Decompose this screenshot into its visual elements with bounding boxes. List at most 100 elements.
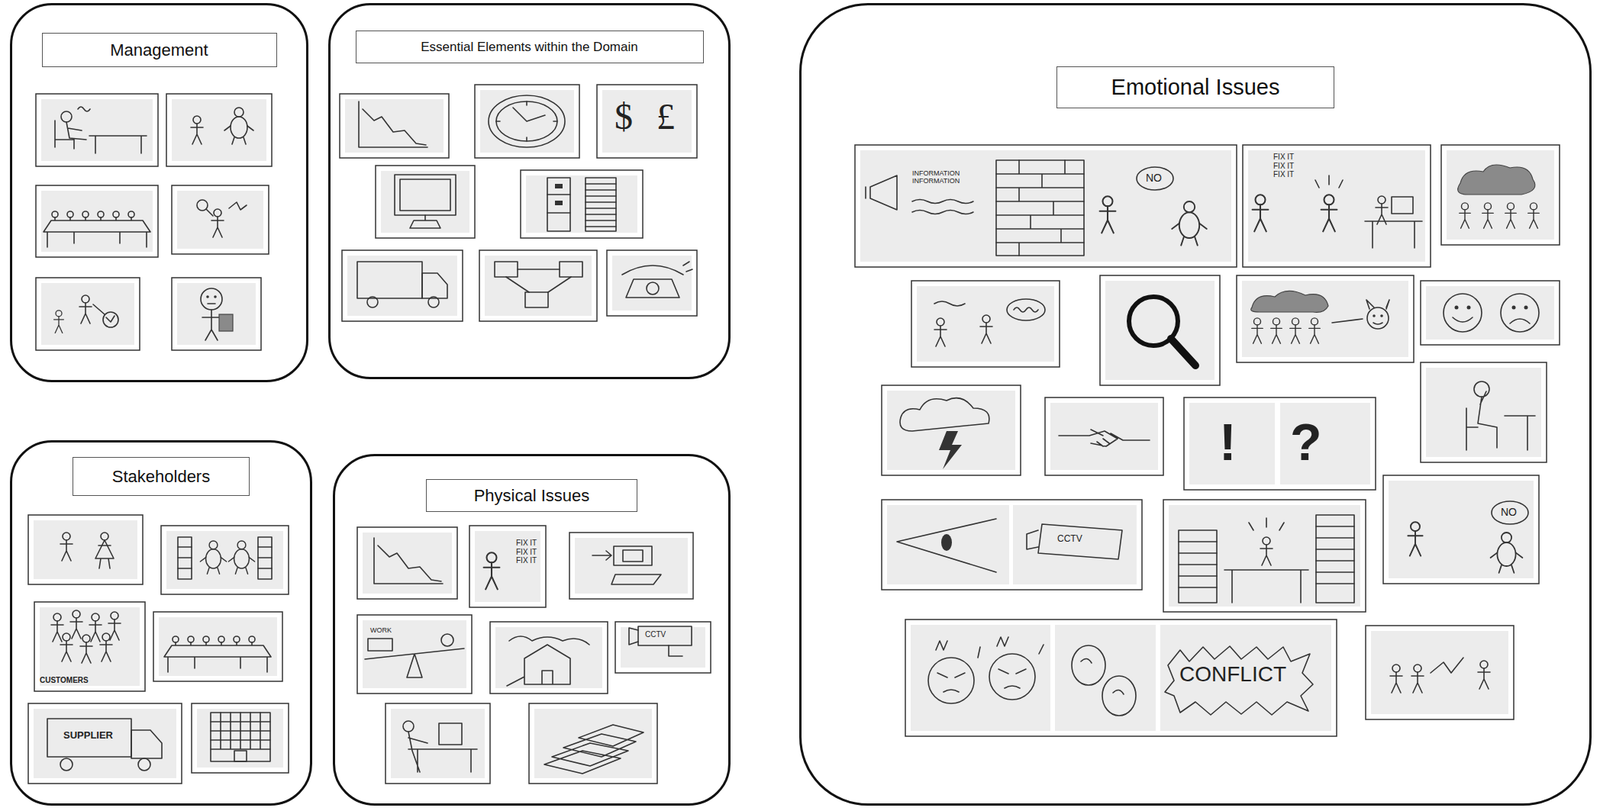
sketch-stroke	[191, 703, 289, 774]
sketch-stroke	[1163, 500, 1366, 613]
sketch-stroke	[1178, 530, 1217, 604]
sketch-stroke	[1183, 397, 1376, 491]
sketch-card	[1441, 145, 1560, 246]
sketch-stroke	[385, 703, 491, 784]
sketch-stroke	[996, 160, 1084, 256]
sketch-stroke	[1364, 221, 1423, 249]
sketch-stroke	[367, 296, 378, 308]
category-heading: Management	[41, 32, 278, 68]
sketch-card	[1236, 275, 1414, 363]
sketch-stroke	[171, 185, 269, 255]
sketch-stroke	[1316, 515, 1355, 604]
sketch-stroke	[1012, 505, 1137, 585]
sketch-card	[35, 277, 140, 351]
sketch-stroke	[35, 277, 140, 351]
sketch-stroke	[1430, 658, 1464, 674]
sketch-stroke	[1050, 403, 1159, 471]
sketch-card	[1420, 362, 1547, 463]
sketch-stroke	[629, 628, 683, 657]
sketch-stroke	[438, 723, 462, 746]
sketch-stroke	[80, 635, 93, 664]
sketch-stroke	[89, 613, 102, 642]
sketch-text: FIX IT FIX IT FIX IT	[1273, 152, 1303, 180]
sketch-stroke	[585, 177, 617, 232]
sketch-stroke	[1026, 524, 1123, 560]
sketch-card	[1183, 397, 1376, 491]
sketch-card	[1365, 625, 1514, 720]
sketch-stroke	[206, 202, 247, 217]
sketch-stroke	[496, 101, 558, 142]
sketch-card	[905, 619, 1337, 737]
sketch-stroke	[1315, 175, 1343, 188]
sketch-stroke	[41, 190, 153, 252]
sketch-stroke	[1491, 501, 1529, 525]
sketch-stroke	[1458, 164, 1536, 195]
sketch-stroke	[1058, 429, 1150, 447]
sketch-stroke	[33, 709, 177, 779]
sketch-stroke	[1260, 537, 1273, 566]
sketch-stroke	[1102, 676, 1136, 717]
sketch-stroke	[1467, 306, 1471, 310]
sketch-stroke	[1290, 318, 1301, 344]
sketch-stroke	[887, 505, 1010, 585]
category-heading: Emotional Issues	[1056, 66, 1335, 109]
sketch-stroke	[171, 277, 262, 351]
sketch-stroke	[1482, 203, 1494, 229]
sketch-stroke	[1164, 646, 1313, 716]
sketch-stroke	[367, 638, 393, 652]
sketch-stroke	[60, 758, 73, 771]
sketch-stroke	[900, 398, 990, 432]
category-panel: Management	[9, 3, 309, 383]
sketch-stroke	[1375, 196, 1388, 225]
sketch-stroke	[1490, 532, 1523, 574]
sketch-stroke	[559, 261, 583, 278]
sketch-stroke	[1411, 664, 1424, 694]
sketch-stroke	[60, 633, 73, 662]
sketch-stroke	[374, 538, 443, 584]
sketch-stroke	[1248, 150, 1426, 262]
sketch-text: CUSTOMERS	[39, 676, 89, 686]
sketch-stroke	[171, 99, 267, 162]
sketch-stroke	[525, 175, 638, 233]
sketch-stroke	[196, 709, 284, 768]
sketch-stroke	[896, 519, 997, 573]
sketch-stroke	[544, 725, 644, 775]
sketch-stroke	[480, 90, 575, 153]
sketch-stroke	[362, 532, 452, 594]
sketch-card	[1420, 280, 1560, 346]
sketch-card	[469, 525, 546, 608]
sketch-stroke	[362, 620, 467, 689]
sketch-stroke	[177, 190, 264, 249]
sketch-card	[28, 515, 143, 585]
sketch-stroke	[28, 703, 182, 784]
sketch-stroke	[1505, 203, 1517, 229]
category-heading: Essential Elements within the Domain	[355, 30, 704, 64]
sketch-stroke	[881, 500, 1142, 591]
sketch-stroke	[1100, 275, 1220, 386]
sketch-card	[490, 622, 608, 694]
sketch-stroke	[1370, 631, 1509, 715]
sketch-stroke	[1425, 286, 1555, 340]
sketch-stroke	[1270, 318, 1282, 344]
sketch-stroke	[1321, 194, 1338, 232]
sketch-stroke	[905, 619, 1337, 737]
sketch-stroke	[602, 90, 692, 153]
sketch-stroke	[1251, 318, 1263, 344]
sketch-stroke	[200, 541, 226, 575]
sketch-card	[520, 170, 643, 239]
category-panel: Physical Issues	[332, 454, 731, 807]
sketch-stroke	[51, 613, 64, 642]
sketch-stroke	[612, 255, 692, 311]
sketch-card	[881, 500, 1142, 591]
sketch-card	[596, 84, 697, 159]
sketch-stroke	[1388, 480, 1534, 579]
sketch-stroke	[1380, 314, 1384, 318]
sketch-stroke	[347, 255, 458, 317]
sketch-stroke	[138, 758, 151, 771]
category-panel: Essential Elements within the Domain	[328, 3, 731, 380]
sketch-stroke	[1224, 518, 1309, 604]
sketch-stroke	[479, 250, 597, 322]
sketch-card	[881, 385, 1021, 476]
sketch-stroke	[390, 709, 485, 779]
sketch-stroke	[934, 318, 947, 347]
